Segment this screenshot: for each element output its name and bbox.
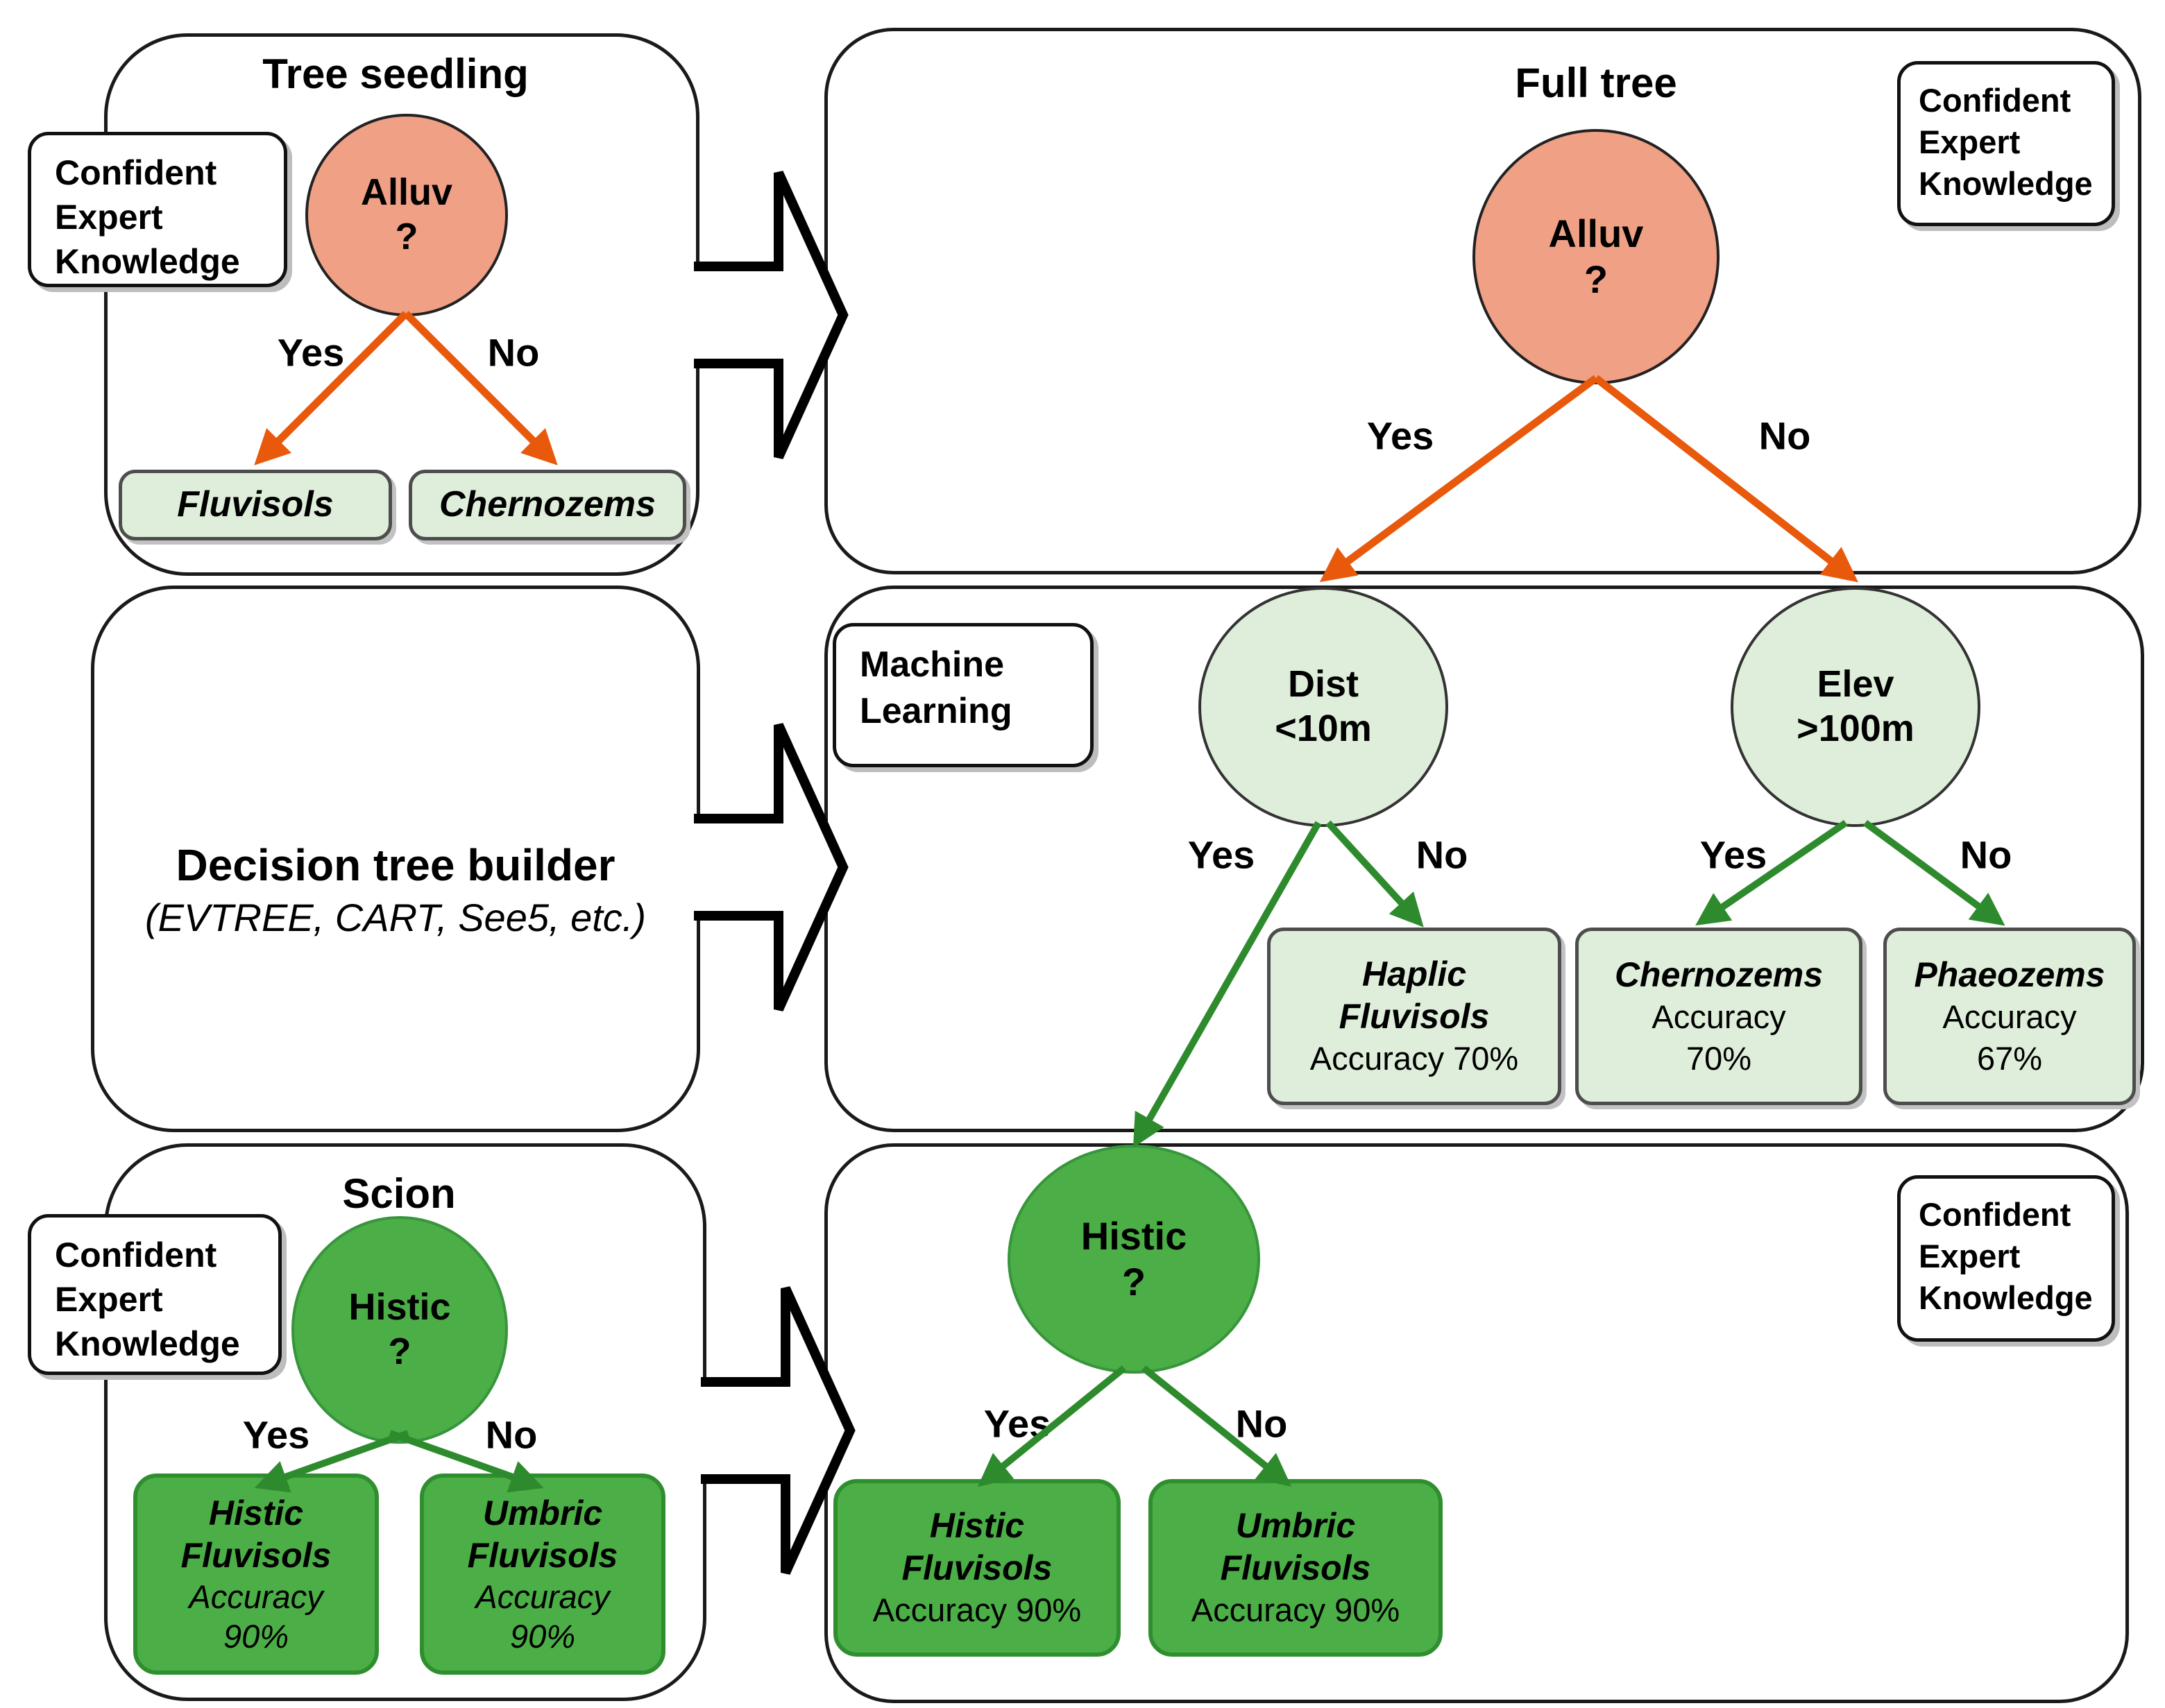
panel-machine-learning: [824, 586, 2144, 1132]
transform-arrow-top: [694, 171, 849, 459]
panel-grafted-tree: [824, 1143, 2129, 1703]
panel-tree-seedling: [104, 33, 699, 576]
panel-scion: [104, 1143, 706, 1701]
transform-arrow-middle: [694, 723, 849, 1011]
panel-full-tree: [824, 28, 2141, 574]
panel-decision-tree-builder: [91, 586, 700, 1132]
